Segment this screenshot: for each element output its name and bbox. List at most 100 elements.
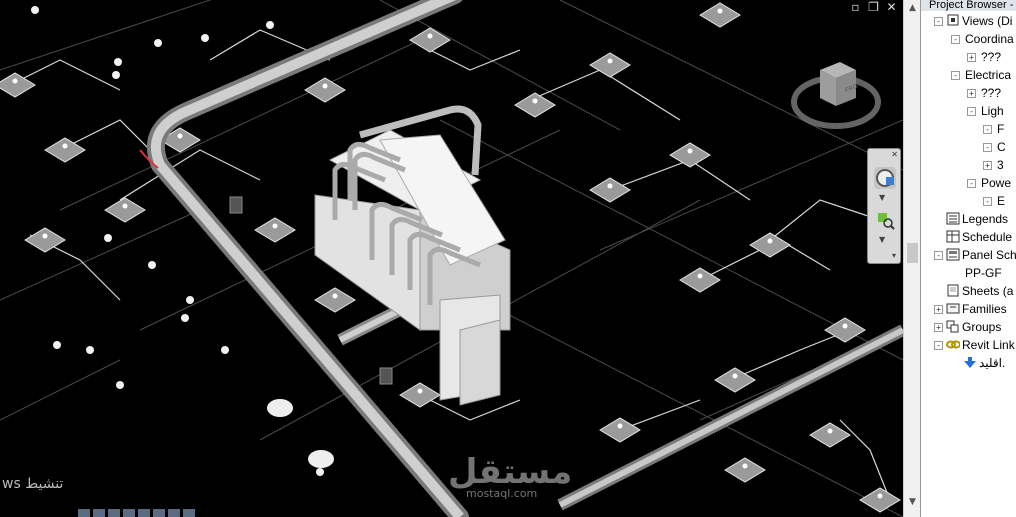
browser-tree-item[interactable]: اقليد. — [979, 356, 1006, 370]
collapse-toggle-icon[interactable]: - — [983, 197, 992, 206]
taskbar-app-icon[interactable] — [78, 509, 90, 517]
browser-tree-item[interactable]: C — [997, 140, 1006, 154]
browser-tree-item[interactable]: Revit Link — [962, 338, 1015, 352]
fixture-node — [877, 493, 883, 499]
fixture-node — [732, 373, 738, 379]
taskbar-icons — [78, 509, 398, 517]
light-fixture — [599, 417, 641, 443]
viewcube[interactable]: FRONT — [790, 62, 882, 134]
wire-run — [119, 149, 261, 201]
collapse-toggle-icon[interactable]: - — [934, 251, 943, 260]
navbar-close-icon[interactable]: ✕ — [891, 150, 898, 159]
browser-tree-item[interactable]: Families — [962, 302, 1007, 316]
collapse-toggle-icon[interactable]: - — [951, 35, 960, 44]
zoom-dropdown-icon[interactable]: ▼ — [879, 235, 886, 244]
watermark-logo: مستقل — [448, 452, 573, 492]
browser-tree-item[interactable]: Ligh — [981, 104, 1004, 118]
browser-tree-item[interactable]: Groups — [962, 320, 1002, 334]
expand-toggle-icon[interactable]: + — [967, 89, 976, 98]
browser-tree-item[interactable]: Sheets (a — [962, 284, 1014, 298]
device-symbol — [148, 261, 156, 269]
fixture-node — [62, 143, 68, 149]
navbar-options-icon[interactable]: ▾ — [892, 251, 897, 260]
collapse-toggle-icon[interactable]: - — [934, 341, 943, 350]
project-browser-panel: Project Browser - -Views (Di-Coordina+??… — [920, 0, 1016, 517]
fixture-node — [177, 133, 183, 139]
taskbar-app-icon[interactable] — [138, 509, 150, 517]
light-fixture — [44, 137, 86, 163]
browser-tree-item[interactable]: Electrica — [965, 68, 1012, 82]
browser-tree-item[interactable]: Legends — [962, 212, 1009, 226]
light-fixture — [699, 2, 741, 28]
riser-right — [459, 319, 501, 406]
wire-run — [609, 159, 751, 201]
equipment-conduit-bend — [347, 142, 401, 200]
model-scene — [0, 0, 903, 517]
scroll-thumb[interactable] — [907, 243, 918, 263]
collapse-toggle-icon[interactable]: - — [951, 71, 960, 80]
browser-tree-item[interactable]: Coordina — [965, 32, 1014, 46]
scroll-up-icon[interactable]: ▲ — [909, 3, 916, 13]
collapse-toggle-icon[interactable]: - — [983, 125, 992, 134]
taskbar-app-icon[interactable] — [93, 509, 105, 517]
fixture-node — [697, 273, 703, 279]
browser-tree-item[interactable]: E — [997, 194, 1006, 208]
browser-tree-item[interactable]: Schedule — [962, 230, 1013, 244]
close-button[interactable]: ✕ — [886, 0, 897, 14]
taskbar-app-icon[interactable] — [153, 509, 165, 517]
light-fixture — [809, 422, 851, 448]
view-vertical-scrollbar[interactable]: ▲ ▼ — [903, 0, 921, 517]
light-fixture — [724, 457, 766, 483]
restore-button[interactable]: ❐ — [868, 0, 879, 14]
fixture-node — [842, 323, 848, 329]
wall-line — [439, 119, 903, 361]
browser-tree-item[interactable]: ??? — [981, 86, 1002, 100]
wire-run — [839, 419, 891, 501]
device-symbol — [112, 71, 120, 79]
expand-toggle-icon[interactable]: + — [934, 323, 943, 332]
taskbar-app-icon[interactable] — [183, 509, 195, 517]
equipment-conduit-bend — [407, 232, 461, 290]
wall-line — [379, 0, 621, 131]
collapse-toggle-icon[interactable]: - — [934, 17, 943, 26]
browser-tree-item[interactable]: 3 — [997, 158, 1004, 172]
browser-tree-item[interactable]: Panel Sch — [962, 248, 1016, 262]
device-symbol — [266, 21, 274, 29]
wire-run — [19, 59, 121, 91]
taskbar-app-icon[interactable] — [123, 509, 135, 517]
equipment-conduit-bend — [389, 217, 443, 275]
fixture-node — [332, 293, 338, 299]
expand-toggle-icon[interactable]: + — [983, 161, 992, 170]
taskbar-app-icon[interactable] — [168, 509, 180, 517]
zoom-button[interactable] — [874, 209, 896, 231]
3d-viewport[interactable] — [0, 0, 903, 517]
collapse-toggle-icon[interactable]: - — [967, 179, 976, 188]
wire-run — [419, 394, 521, 421]
steering-dropdown-icon[interactable]: ▼ — [879, 193, 886, 202]
browser-tree-item[interactable]: PP-GF — [965, 266, 1002, 280]
collapse-toggle-icon[interactable]: - — [967, 107, 976, 116]
expand-toggle-icon[interactable]: + — [934, 305, 943, 314]
fixture-node — [687, 148, 693, 154]
collapse-toggle-icon[interactable]: - — [983, 143, 992, 152]
fixture-node — [322, 83, 328, 89]
scroll-down-icon[interactable]: ▼ — [909, 497, 916, 507]
wall-line — [0, 209, 201, 301]
taskbar-app-icon[interactable] — [108, 509, 120, 517]
fixture-node — [417, 388, 423, 394]
device-symbol — [267, 399, 293, 417]
fixture-node — [717, 8, 723, 14]
minimize-button[interactable]: ▫ — [851, 0, 860, 14]
browser-tree-item[interactable]: Views (Di — [962, 14, 1013, 28]
equipment-top — [379, 134, 506, 266]
expand-toggle-icon[interactable]: + — [967, 53, 976, 62]
device-symbol — [308, 450, 334, 468]
light-fixture — [589, 52, 631, 78]
light-fixture — [304, 77, 346, 103]
light-fixture — [254, 217, 296, 243]
browser-tree-item[interactable]: ??? — [981, 50, 1002, 64]
browser-tree-item[interactable]: F — [997, 122, 1005, 136]
steering-wheel-button[interactable] — [874, 167, 896, 189]
browser-tree-item[interactable]: Powe — [981, 176, 1012, 190]
panel-schedule-icon — [946, 248, 960, 261]
